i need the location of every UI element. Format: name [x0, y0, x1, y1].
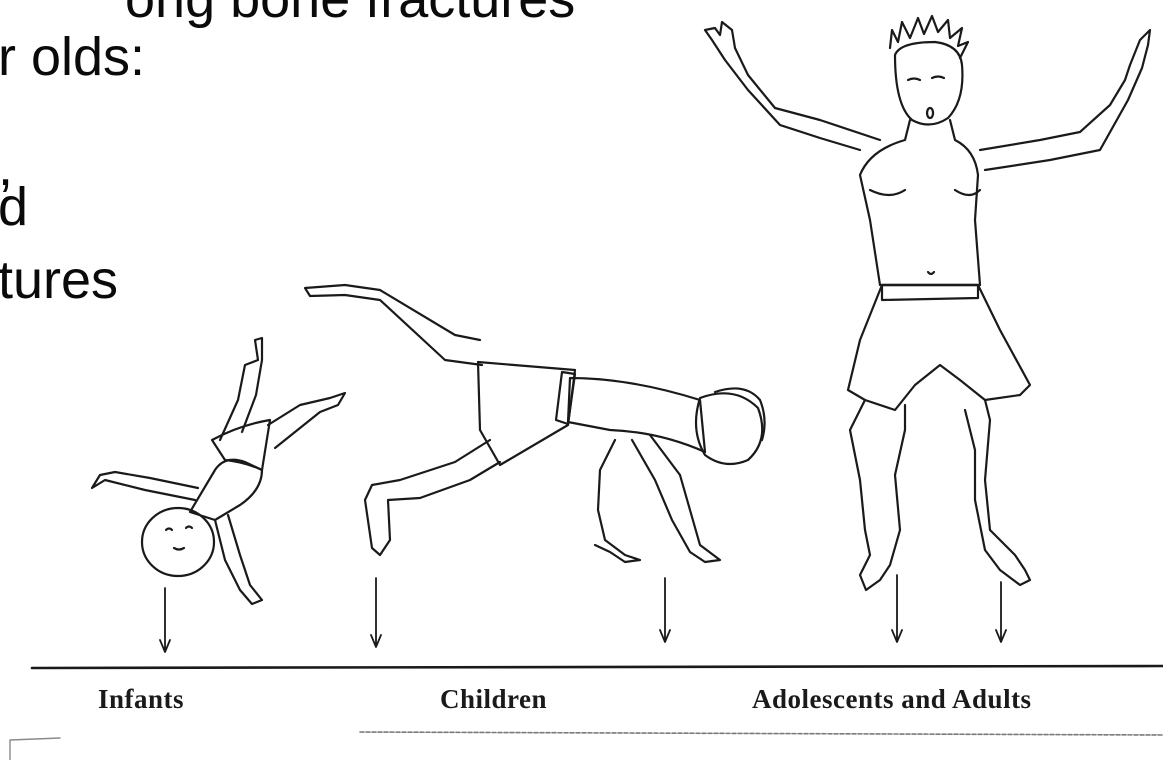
adolescent-waistband [882, 285, 978, 300]
child-figure [305, 285, 765, 562]
child-torso [568, 378, 705, 452]
adolescent-torso [860, 120, 980, 285]
adolescent-face [908, 77, 944, 118]
infant-arm-right [215, 515, 262, 604]
bottom-rule [360, 732, 1163, 735]
label-adolescents-and-adults: Adolescents and Adults [752, 684, 1032, 715]
adolescent-head [895, 42, 962, 125]
child-head [696, 393, 762, 464]
infant-torso [190, 460, 262, 520]
infant-face [166, 527, 192, 550]
adolescent-leg-right [965, 400, 1030, 585]
child-waistband [556, 372, 575, 424]
adolescent-arm-right [980, 30, 1150, 170]
infant-leg-left [220, 338, 262, 440]
infant-leg-right [268, 393, 345, 448]
adolescent-figure [705, 16, 1150, 590]
child-arm-front [632, 435, 720, 562]
adolescent-navel [928, 272, 934, 274]
impact-arrow-adolescent-right [996, 582, 1006, 642]
impact-arrow-adolescent-left [892, 575, 902, 642]
child-leg-lower [365, 440, 500, 555]
adolescent-chest [870, 190, 980, 195]
child-leg-upper [305, 285, 482, 365]
adolescent-arm-left [705, 22, 880, 150]
infant-head [142, 508, 214, 576]
infant-figure [92, 338, 345, 604]
adolescent-shorts [848, 285, 1030, 410]
impact-arrow-child-feet [371, 578, 381, 647]
bottom-corner-mark [10, 738, 60, 760]
impact-arrows [160, 575, 1006, 652]
impact-arrow-infant [160, 588, 170, 652]
infant-arm-left [92, 472, 198, 500]
label-children: Children [440, 684, 547, 715]
impact-arrow-child-hands [660, 578, 670, 642]
ground-line [32, 666, 1163, 668]
child-arm-back [595, 440, 640, 562]
adolescent-leg-left [850, 400, 905, 590]
label-infants: Infants [98, 684, 184, 715]
